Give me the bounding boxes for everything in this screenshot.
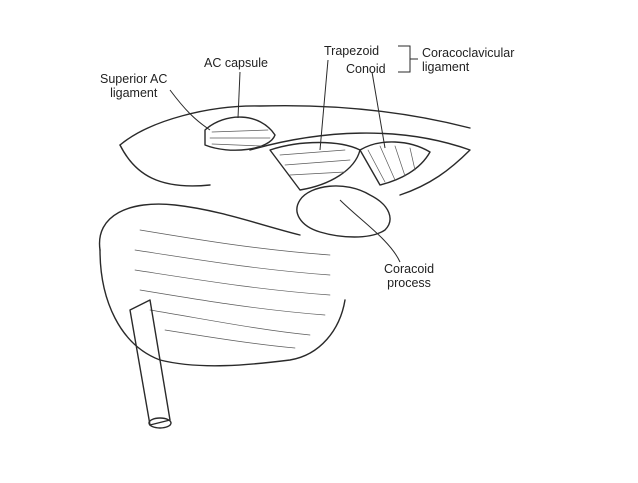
humeral-head	[98, 203, 301, 251]
leader-conoid	[371, 71, 386, 149]
ac-capsule-shape	[204, 116, 276, 151]
ac-capsule-fibers	[209, 129, 271, 147]
label-ac-capsule: AC capsule	[204, 56, 268, 70]
label-superior-ac-ligament-line2: ligament	[110, 86, 158, 100]
label-coracoid-line1: Coracoid	[384, 262, 435, 276]
label-coracoid-process: Coracoid process	[384, 262, 434, 290]
label-coracoclavicular-line1: Coracoclavicular	[422, 46, 515, 60]
conoid-fibers	[367, 145, 416, 183]
label-coracoclavicular-ligament: Coracoclavicular ligament	[422, 46, 514, 74]
biceps-tendon-end	[148, 417, 172, 429]
label-superior-ac-ligament-line1: Superior AC	[100, 72, 168, 86]
label-coracoclavicular-line2: ligament	[422, 60, 470, 74]
coracoid-process-shape	[296, 185, 391, 238]
biceps-tendon	[129, 299, 171, 426]
label-coracoid-line2: process	[387, 276, 431, 290]
leader-bracket	[398, 45, 418, 73]
capsule-fibers	[134, 229, 331, 349]
trapezoid-fibers	[279, 149, 351, 176]
label-superior-ac-ligament: Superior AC ligament	[100, 72, 167, 100]
leader-trapezoid	[319, 59, 329, 151]
label-trapezoid: Trapezoid	[324, 44, 380, 58]
clavicle-outline	[249, 132, 471, 196]
leader-superior-ac	[169, 89, 211, 131]
label-conoid: Conoid	[346, 62, 386, 76]
conoid-ligament	[359, 141, 431, 186]
acromion-lower	[119, 144, 211, 187]
leader-coracoid	[339, 199, 401, 263]
scapula-outline	[99, 249, 346, 367]
trapezoid-ligament	[269, 141, 361, 191]
leader-ac-capsule	[237, 71, 241, 119]
acromion-outline	[119, 104, 471, 146]
